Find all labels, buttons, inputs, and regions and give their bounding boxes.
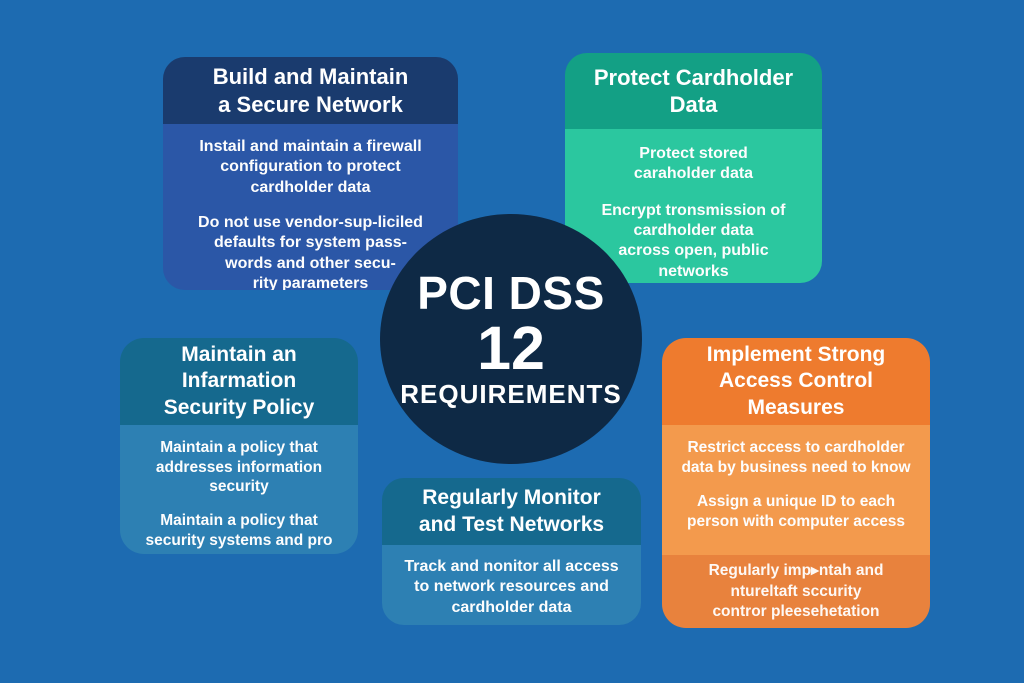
bullet-encrypt-transmission: Encrypt tronsmission of cardholder data …	[601, 201, 786, 280]
card-access-control-measures-footer: Regularly imp▸ntah and ntureltaft sccuri…	[662, 555, 930, 628]
center-circle-number: 12	[477, 313, 545, 382]
card-maintain-security-policy-title: Maintain an Infarmation Security Policy	[120, 338, 358, 425]
center-circle-subtitle: REQUIREMENTS	[400, 378, 622, 409]
card-monitor-test-networks-title: Regularly Monitor and Test Networks	[382, 478, 641, 545]
center-circle-title: PCI DSS	[417, 266, 605, 319]
bullet-policy-addresses-infosec: Maintain a policy that addresses informa…	[155, 439, 323, 496]
card-monitor-test-networks-body: Track and nonitor all access to network …	[382, 545, 641, 625]
card-protect-cardholder-data: Protect Cardholder Data Protect stored c…	[565, 53, 822, 283]
bullet-unique-id: Assign a unique ID to each person with c…	[687, 493, 905, 531]
bullet-policy-security-systems: Maintain a policy that security systems …	[145, 512, 333, 549]
bullet-restrict-access: Restrict access to cardholder data by bu…	[681, 439, 911, 476]
card-maintain-security-policy-body: Maintain a policy that addresses informa…	[120, 425, 358, 554]
bullet-firewall-configuration: Instail and maintain a firewall configur…	[199, 138, 422, 196]
card-build-secure-network-body: Instail and maintain a firewall configur…	[163, 124, 458, 290]
bullet-vendor-defaults: Do not use vendor-sup-liciled defaults f…	[198, 213, 423, 290]
card-protect-cardholder-data-body: Protect stored caraholder data Encrypt t…	[565, 129, 822, 283]
card-protect-cardholder-data-title: Protect Cardholder Data	[565, 53, 822, 129]
card-access-control-measures-title: Implement Strong Access Control Measures	[662, 338, 930, 425]
card-build-secure-network: Build and Maintain a Secure Network Inst…	[163, 57, 458, 290]
center-circle: PCI DSS 12 REQUIREMENTS	[380, 214, 642, 464]
card-access-control-measures: Implement Strong Access Control Measures…	[662, 338, 930, 628]
card-access-control-measures-body: Restrict access to cardholder data by bu…	[662, 425, 930, 556]
card-maintain-security-policy: Maintain an Infarmation Security Policy …	[120, 338, 358, 554]
bullet-track-monitor-access: Track and nonitor all access to network …	[404, 558, 619, 616]
card-monitor-test-networks: Regularly Monitor and Test Networks Trac…	[382, 478, 641, 625]
card-build-secure-network-title: Build and Maintain a Secure Network	[163, 57, 458, 124]
bullet-protect-stored-data: Protect stored caraholder data	[633, 145, 754, 183]
